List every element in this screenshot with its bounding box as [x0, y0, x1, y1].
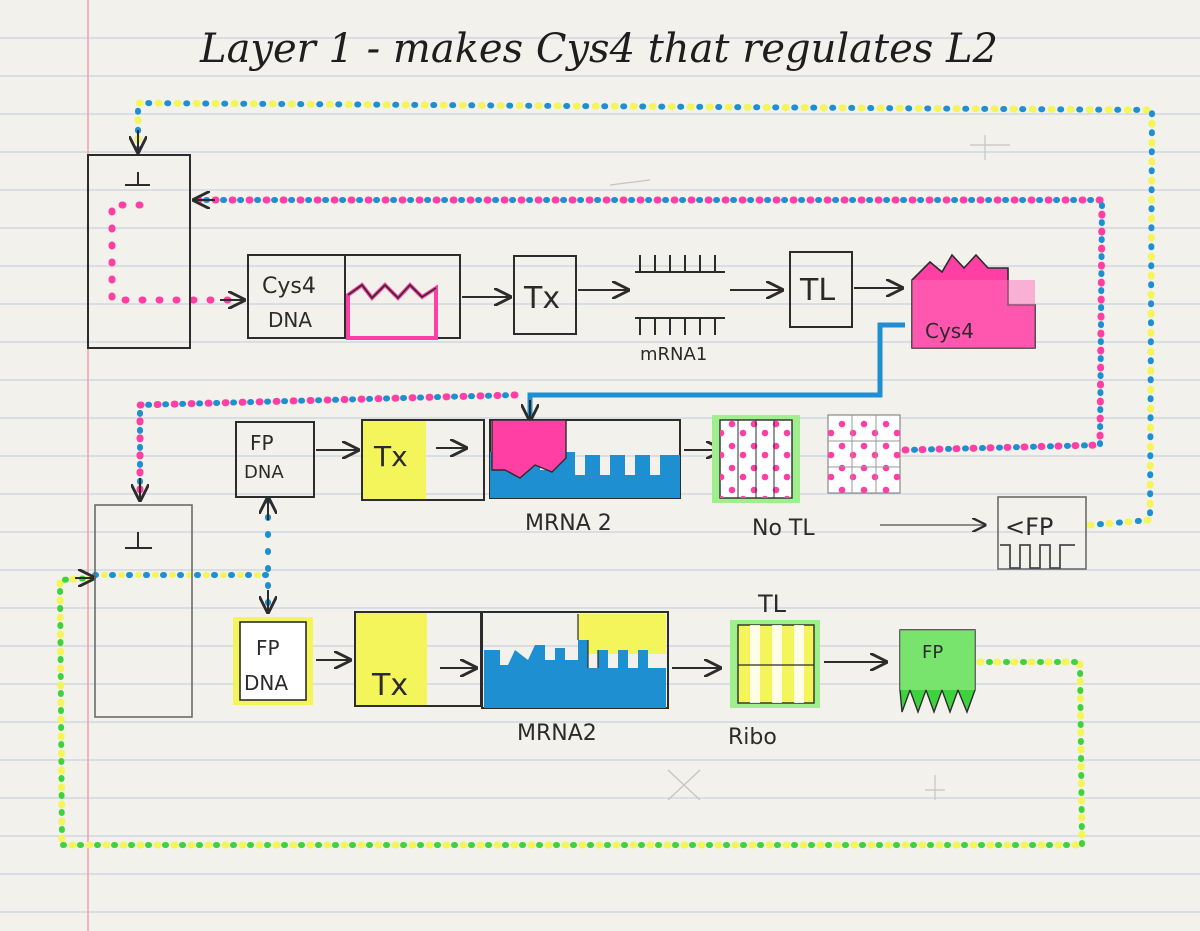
row2-entry-path — [140, 391, 519, 500]
cys4-protein-label: Cys4 — [925, 319, 974, 343]
cys4-dna-label-line2: DNA — [268, 308, 312, 332]
cys4-protein: Cys4 — [911, 253, 1036, 349]
tl1-label: TL — [799, 273, 835, 308]
mrna2-top-label: MRNA 2 — [525, 511, 612, 536]
no-tl-label: No TL — [752, 516, 815, 541]
outer-feedback-loop — [138, 99, 1156, 529]
promoter-2 — [94, 504, 193, 718]
tl1-box: TL — [789, 251, 853, 328]
mrna1-label: mRNA1 — [640, 344, 707, 365]
cys4-dna-block: Cys4 DNA — [247, 254, 461, 340]
fp-protein: FP — [899, 629, 976, 715]
cleavage-feedback-loop — [188, 200, 1106, 454]
blocked-fp-label: <FP — [1005, 513, 1053, 541]
tl2-label: TL — [757, 590, 787, 618]
fp-dna1-label-line2: DNA — [244, 462, 284, 483]
cleaved-mrna-2 — [827, 414, 901, 494]
cys4-binding-path — [530, 322, 905, 420]
fp-dna2-label-line2: DNA — [244, 671, 288, 695]
mrna1-strand: mRNA1 — [635, 255, 725, 365]
ribosome-block: TL Ribo — [728, 590, 820, 750]
fp-feedback-loop — [56, 578, 1086, 849]
tx1-label: Tx — [523, 281, 560, 316]
ribo-label: Ribo — [728, 725, 777, 750]
tx1-box: Tx — [513, 255, 577, 335]
fp-dna-block-2: FP DNA — [233, 617, 313, 705]
tx3-box: Tx — [354, 611, 482, 707]
page-title: Layer 1 - makes Cys4 that regulates L2 — [199, 26, 998, 72]
tx2-label: Tx — [373, 440, 408, 473]
fp-dna-block-1: FP DNA — [235, 421, 315, 498]
mrna2-bottom-label: MRNA2 — [517, 721, 597, 746]
blocked-fp: <FP — [997, 496, 1087, 570]
promoter-to-cys4-path — [108, 201, 244, 300]
tx3-label: Tx — [371, 668, 408, 703]
cys4-dna-label-line1: Cys4 — [262, 274, 316, 299]
fp-dna1-label-line1: FP — [250, 431, 274, 455]
fp-dna2-label-line1: FP — [256, 636, 280, 660]
mrna2-bottom-strand: MRNA2 — [481, 611, 669, 746]
promoter-1 — [87, 154, 191, 349]
erased-pencil-marks — [609, 135, 1010, 801]
mrna2-top-strand: MRNA 2 — [489, 419, 681, 536]
cleaved-mrna-1: No TL — [712, 415, 815, 541]
tx2-box: Tx — [361, 419, 485, 501]
fp-protein-label: FP — [922, 642, 943, 663]
